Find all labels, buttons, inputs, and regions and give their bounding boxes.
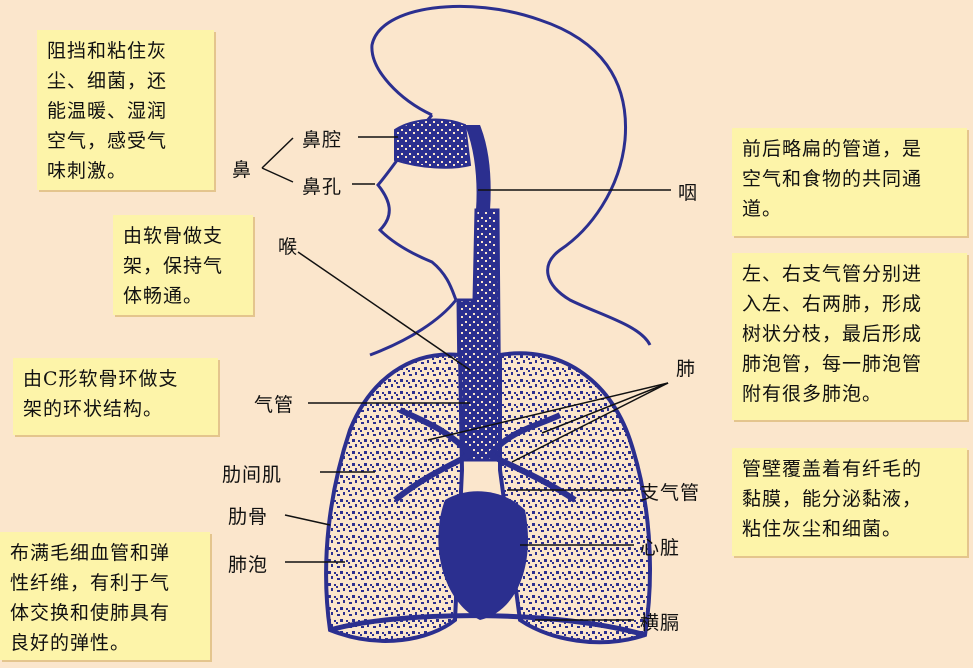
note-bronchus-wall: 管壁覆盖着有纤毛的 黏膜，能分泌黏液， 粘住灰尘和细菌。 (732, 448, 967, 556)
note-bronchus-lung: 左、右支气管分别进 入左、右两肺，形成 树状分枝，最后形成 肺泡管，每一肺泡管 … (732, 253, 967, 420)
larynx-trachea-tube (458, 210, 500, 460)
label-larynx: 喉 (278, 232, 298, 259)
label-rib: 肋骨 (228, 502, 268, 529)
note-nose: 阻挡和粘住灰 尘、细菌，还 能温暖、湿润 空气，感受气 味刺激。 (37, 30, 214, 190)
pharynx-tube (465, 125, 491, 210)
note-trachea: 由C形软骨环做支 架的环状结构。 (13, 358, 218, 435)
label-diaphragm: 横膈 (640, 608, 680, 635)
nasal-cavity-shape (395, 120, 470, 168)
label-nasal-cavity: 鼻腔 (302, 125, 342, 152)
label-alveolus: 肺泡 (228, 550, 268, 577)
head-outline (372, 6, 650, 345)
neck-left-outline (370, 300, 456, 355)
label-pharynx: 咽 (678, 178, 698, 205)
label-nostril: 鼻孔 (302, 172, 342, 199)
label-intercostal-muscle: 肋间肌 (222, 460, 282, 487)
note-larynx: 由软骨做支 架，保持气 体畅通。 (113, 215, 253, 315)
label-bronchus: 支气管 (640, 478, 700, 505)
note-alveolus: 布满毛细血管和弹 性纤维，有利于气 体交换和使肺具有 良好的弹性。 (0, 532, 210, 660)
label-nose: 鼻 (232, 155, 252, 182)
label-lung: 肺 (676, 354, 696, 381)
note-pharynx: 前后略扁的管道，是 空气和食物的共同通 道。 (732, 128, 967, 236)
label-heart: 心脏 (640, 533, 680, 560)
label-trachea: 气管 (254, 390, 294, 417)
